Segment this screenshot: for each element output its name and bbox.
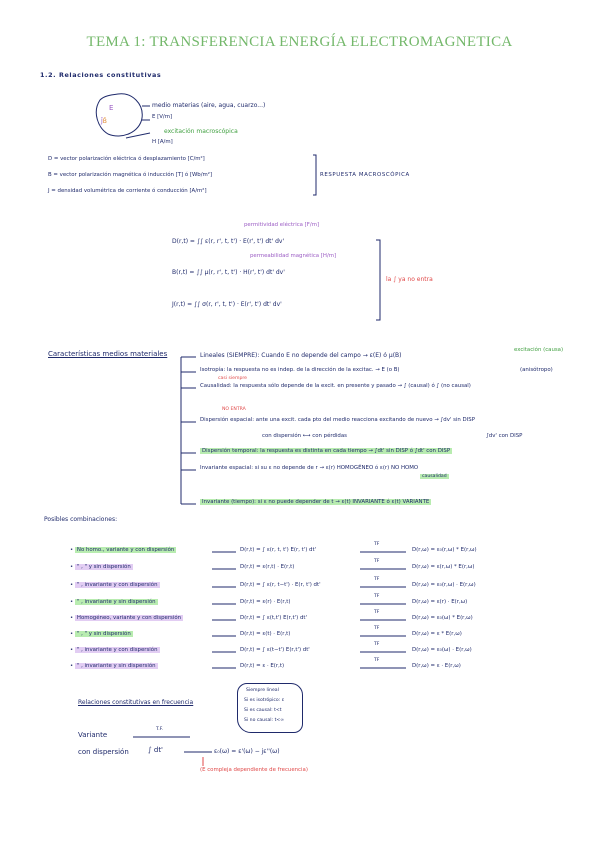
combination-label-text: " , invariante y con dispersión (74, 582, 160, 588)
char-no-entra: NO ENTRA (222, 407, 246, 412)
combination-tf-equation: D(r,ω) = ε₀(ω) * E(r,ω) (412, 615, 473, 621)
char-lineal-note: excitación (causa) (514, 347, 564, 353)
char-causal-tag: casi siempre (218, 376, 247, 381)
equation-j: J(r,t) = ∫∫ σ(r, r', t, t') · E(r', t') … (172, 301, 282, 308)
tf-label: TF (374, 642, 380, 647)
page-title: TEMA 1: TRANSFERENCIA ENERGÍA ELECTROMAG… (86, 34, 513, 50)
char-isotropo: Isotropía: la respuesta no es indep. de … (200, 367, 400, 373)
medium-label: medio materias (aire, agua, cuarzo...) (152, 102, 266, 109)
char-temporal-text: Dispersión temporal: la respuesta es dis… (200, 448, 453, 454)
frequency-result: ε₀(ω) = ε'(ω) − jε''(ω) (214, 748, 280, 755)
combination-label-text: " , invariante y sin dispersión (74, 599, 158, 605)
box-line: Si es causal: t<t (244, 708, 282, 713)
combination-tf-equation: D(r,ω) = ε · E(r,ω) (412, 663, 461, 669)
combination-label-text: " , " y sin dispersión (74, 564, 133, 570)
char-invar-tag-text: causalidad (420, 474, 449, 479)
combination-tf-equation: D(r,ω) = ε * E(r,ω) (412, 631, 462, 637)
tf-label: TF (374, 610, 380, 615)
combination-label: • " , invariante y sin dispersión (70, 599, 158, 605)
combination-equation: D(r,t) = ∫ ε(r, t, t') E(r, t') dt' (240, 547, 317, 553)
j-definition: J = densidad volumétrica de corriente ó … (48, 188, 207, 194)
tf-label: T.F. (156, 727, 164, 732)
properties-box: Siempre lineal Si es isotrópico: ε Si es… (237, 683, 303, 733)
integral-note: la ∫ ya no entra (386, 276, 433, 283)
combination-label-text: Homogéneo, variante y con dispersión (74, 615, 184, 621)
d-definition: D = vector polarización eléctrica ó desp… (48, 156, 205, 162)
combination-equation: D(r,t) = ε(t) · E(r,t) (240, 631, 291, 637)
symbol-jb: J̄B̄ (101, 118, 107, 125)
combination-label: • " , invariante y con dispersión (70, 582, 160, 588)
section-heading: 1.2. Relaciones constitutivas (40, 71, 162, 79)
variante-label: Variante (78, 731, 108, 739)
con-dispersion-label: con dispersión (78, 748, 129, 756)
combination-tf-equation: D(r,ω) = ε₀(r,ω) * E(r,ω) (412, 547, 477, 553)
combination-equation: D(r,t) = ∫ ε(t−t') E(r,t') dt' (240, 647, 310, 653)
integral-label: ∫ dt' (148, 746, 163, 754)
char-isotropo-note: (anisótropo) (520, 367, 553, 373)
tf-label: TF (374, 658, 380, 663)
combination-label: • " , invariante y sin dispersión (70, 663, 158, 669)
combination-label-text: " , " y sin dispersión (74, 631, 133, 637)
characteristics-heading: Características medios materiales (48, 350, 168, 358)
box-line: Si es isotrópico: ε (244, 698, 285, 703)
combinations-heading: Posibles combinaciones: (44, 516, 118, 523)
tf-label: TF (374, 626, 380, 631)
combination-tf-equation: D(r,ω) = ε₀(ω) · E(r,ω) (412, 647, 472, 653)
combination-label-text: " , invariante y con dispersión (74, 647, 160, 653)
combination-tf-equation: D(r,ω) = ε₀(r,ω) · E(r,ω) (412, 582, 476, 588)
char-lineal: Lineales (SIEMPRE): Cuando E no depende … (200, 352, 402, 359)
char-espacial-3: ∫dv' con DISP (486, 433, 523, 439)
combination-equation: D(r,t) = ε(r) · E(r,t) (240, 599, 291, 605)
tf-label: TF (374, 594, 380, 599)
combination-equation: D(r,t) = ∫ ε(t,t') E(r,t') dt' (240, 615, 307, 621)
combination-label: • " , " y sin dispersión (70, 631, 133, 637)
combination-label: • " , " y sin dispersión (70, 564, 133, 570)
combination-label: • " , invariante y con dispersión (70, 647, 160, 653)
char-invar-temp: Invariante (tiempo): si ε no puede depen… (200, 499, 432, 505)
equation-b: B(r,t) = ∫∫ μ(r, r', t, t') · H(r', t') … (172, 269, 285, 276)
combination-equation: D(r,t) = ε · E(r,t) (240, 663, 285, 669)
combination-tf-equation: D(r,ω) = ε(r) · E(r,ω) (412, 599, 468, 605)
excitation-label: excitación macroscópica (164, 128, 238, 135)
box-line: Si no causal: t<∞ (244, 718, 285, 723)
char-invar-temp-text: Invariante (tiempo): si ε no puede depen… (200, 499, 432, 505)
combination-equation: D(r,t) = ∫ ε(r, t−t') · E(r, t') dt' (240, 582, 321, 588)
response-label: RESPUESTA MACROSCÓPICA (320, 172, 410, 178)
char-espacial-2: con dispersión ⟷ con pérdidas (262, 433, 347, 439)
combination-tf-equation: D(r,ω) = ε(r,ω) * E(r,ω) (412, 564, 475, 570)
permittivity-label: permitividad eléctrica [F/m] (244, 222, 320, 228)
box-line: Siempre lineal (246, 688, 279, 693)
e-field-label: E [V/m] (152, 114, 173, 120)
symbol-e: E (109, 104, 114, 112)
combination-label: • No homo., variante y con dispersión (70, 547, 177, 553)
combination-equation: D(r,t) = ε(r,t) · E(r,t) (240, 564, 295, 570)
char-temporal: Dispersión temporal: la respuesta es dis… (200, 448, 453, 454)
char-invar-esp: Invariante espacial: si su ε no depende … (200, 465, 419, 471)
frequency-heading: Relaciones constitutivas en frecuencia (78, 699, 194, 706)
tf-label: TF (374, 577, 380, 582)
tf-label: TF (374, 559, 380, 564)
equation-d: D(r,t) = ∫∫ ε(r, r', t, t') · E(r', t') … (172, 238, 285, 245)
combination-label: • Homogéneo, variante y con dispersión (70, 615, 184, 621)
combination-label-text: No homo., variante y con dispersión (74, 547, 177, 553)
char-invar-tag: causalidad (420, 474, 449, 479)
char-causal: Causalidad: la respuesta sólo depende de… (200, 383, 471, 389)
h-field-label: H [A/m] (152, 139, 173, 145)
tf-label: TF (374, 542, 380, 547)
combination-label-text: " , invariante y sin dispersión (74, 663, 158, 669)
permeability-label: permeabilidad magnética [H/m] (250, 253, 337, 259)
frequency-note: (E compleja dependiente de frecuencia) (200, 767, 308, 773)
char-espacial: Dispersión espacial: ante una excit. cad… (200, 417, 475, 423)
b-definition: B = vector polarización magnética ó indu… (48, 172, 213, 178)
